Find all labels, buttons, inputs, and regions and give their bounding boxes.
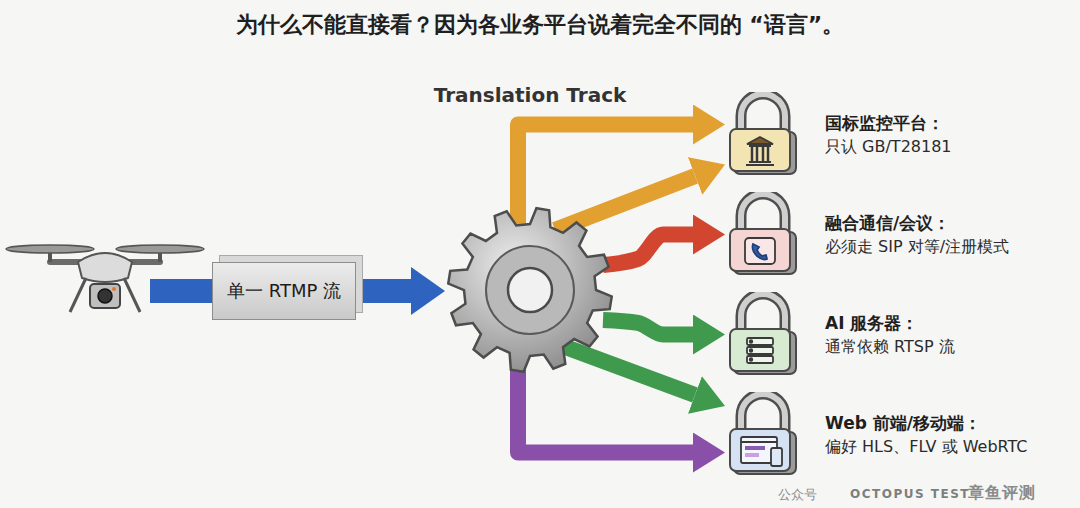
platform-lock: 国标监控平台：只认 GB/T28181 xyxy=(725,92,960,177)
platform-text: 融合通信/会议：必须走 SIP 对等/注册模式 xyxy=(825,192,1009,277)
watermark: 章鱼评测 xyxy=(968,483,1036,504)
platform-text: 国标监控平台：只认 GB/T28181 xyxy=(825,92,952,177)
gear-ring xyxy=(486,246,574,334)
lock-icon xyxy=(725,192,803,277)
drone-body xyxy=(78,253,132,282)
flow-arrow xyxy=(603,320,693,335)
camera xyxy=(90,284,120,308)
platform-text: Web 前端/移动端：偏好 HLS、FLV 或 WebRTC xyxy=(825,392,1028,477)
platform-protocol: 必须走 SIP 对等/注册模式 xyxy=(825,235,1009,258)
drone xyxy=(6,245,204,312)
platform-name: Web 前端/移动端： xyxy=(825,411,1028,436)
lock-icon xyxy=(725,292,803,377)
stream-label: 单一 RTMP 流 xyxy=(227,279,341,303)
flow-arrow xyxy=(560,345,695,395)
camera-lens xyxy=(98,289,112,303)
lock-body xyxy=(730,429,790,471)
platform-text: AI 服务器：通常依赖 RTSP 流 xyxy=(825,292,955,377)
lock-body xyxy=(730,129,790,171)
stream-band xyxy=(150,279,220,303)
lock-icon xyxy=(725,92,803,177)
platform-name: 融合通信/会议： xyxy=(825,211,1009,236)
platform-lock: AI 服务器：通常依赖 RTSP 流 xyxy=(725,292,963,377)
lock-symbol xyxy=(746,137,774,165)
gear-teeth xyxy=(448,208,611,371)
platform-name: 国标监控平台： xyxy=(825,111,952,136)
stream-box: 单一 RTMP 流 xyxy=(212,262,356,320)
watermark: OCTOPUS TEST xyxy=(850,487,970,501)
platform-protocol: 偏好 HLS、FLV 或 WebRTC xyxy=(825,435,1028,458)
lock-symbol xyxy=(741,437,782,466)
platform-protocol: 只认 GB/T28181 xyxy=(825,135,952,158)
lock-icon xyxy=(725,392,803,477)
lock-symbol xyxy=(745,238,775,264)
rotor xyxy=(6,245,94,253)
platform-lock: Web 前端/移动端：偏好 HLS、FLV 或 WebRTC xyxy=(725,392,1036,477)
drone-leg xyxy=(124,278,140,312)
flow-arrow xyxy=(603,235,693,266)
lock-symbol xyxy=(747,338,773,363)
rotor xyxy=(116,245,204,253)
platform-lock: 融合通信/会议：必须走 SIP 对等/注册模式 xyxy=(725,192,1017,277)
drone-leg xyxy=(70,278,86,312)
watermark: 公众号 xyxy=(778,486,817,504)
platform-name: AI 服务器： xyxy=(825,311,955,336)
gear-hub: Translation Track xyxy=(445,205,615,375)
gear xyxy=(445,205,615,375)
title: 为什么不能直接看？因为各业务平台说着完全不同的 “语言”。 xyxy=(0,10,1080,40)
camera-led xyxy=(112,287,116,291)
hub-title: Translation Track xyxy=(365,83,695,107)
flow-arrow xyxy=(356,279,411,303)
lock-body xyxy=(730,229,790,271)
lock-body xyxy=(730,329,790,371)
platform-protocol: 通常依赖 RTSP 流 xyxy=(825,335,955,358)
gear-hole xyxy=(508,268,552,312)
flow-arrow xyxy=(518,353,693,453)
